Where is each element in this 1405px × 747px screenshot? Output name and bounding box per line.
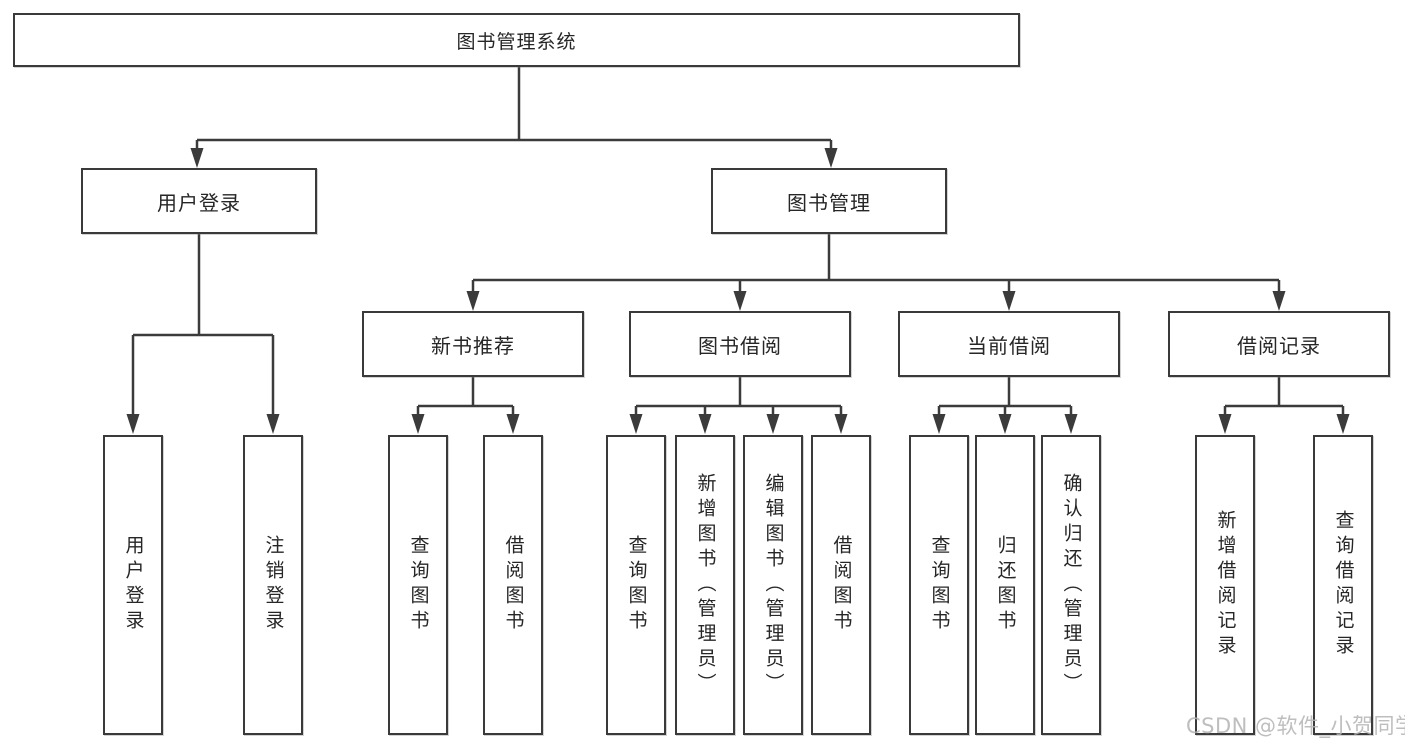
node-label: 用户登录 bbox=[157, 190, 241, 215]
leaf-query-books-borrow: 查询图书 bbox=[606, 435, 666, 735]
node-label: 图书借阅 bbox=[698, 333, 782, 358]
leaf-query-borrow-record: 查询借阅记录 bbox=[1313, 435, 1373, 735]
leaf-borrow-books-recommend: 借阅图书 bbox=[483, 435, 543, 735]
node-book-management: 图书管理 bbox=[711, 168, 947, 234]
node-label: 图书管理系统 bbox=[456, 30, 577, 53]
node-label: 注销登录 bbox=[262, 535, 285, 635]
leaf-logout: 注销登录 bbox=[243, 435, 303, 735]
node-label: 借阅图书 bbox=[502, 535, 525, 635]
leaf-confirm-return-admin: 确认归还（管理员） bbox=[1041, 435, 1101, 735]
node-label: 编辑图书（管理员） bbox=[762, 472, 785, 698]
node-label: 查询图书 bbox=[928, 535, 951, 635]
node-new-book-recommend: 新书推荐 bbox=[362, 311, 584, 377]
leaf-query-books-current: 查询图书 bbox=[909, 435, 969, 735]
node-library-management-system: 图书管理系统 bbox=[13, 13, 1020, 67]
leaf-user-login: 用户登录 bbox=[103, 435, 163, 735]
node-user-login: 用户登录 bbox=[81, 168, 317, 234]
leaf-edit-books-admin: 编辑图书（管理员） bbox=[743, 435, 803, 735]
node-label: 新增借阅记录 bbox=[1214, 510, 1237, 660]
node-label: 查询图书 bbox=[407, 535, 430, 635]
node-label: 当前借阅 bbox=[967, 333, 1051, 358]
node-label: 新书推荐 bbox=[431, 333, 515, 358]
node-label: 查询借阅记录 bbox=[1332, 510, 1355, 660]
node-label: 查询图书 bbox=[625, 535, 648, 635]
leaf-add-books-admin: 新增图书（管理员） bbox=[675, 435, 735, 735]
node-label: 确认归还（管理员） bbox=[1060, 472, 1083, 698]
leaf-borrow-books: 借阅图书 bbox=[811, 435, 871, 735]
node-borrow-records: 借阅记录 bbox=[1168, 311, 1390, 377]
node-label: 图书管理 bbox=[787, 190, 871, 215]
node-label: 新增图书（管理员） bbox=[694, 472, 717, 698]
leaf-add-borrow-record: 新增借阅记录 bbox=[1195, 435, 1255, 735]
node-label: 借阅图书 bbox=[830, 535, 853, 635]
node-label: 借阅记录 bbox=[1237, 333, 1321, 358]
leaf-query-books-recommend: 查询图书 bbox=[388, 435, 448, 735]
node-current-borrowing: 当前借阅 bbox=[898, 311, 1120, 377]
csdn-watermark: CSDN @软件_小贺同学 bbox=[1186, 714, 1405, 738]
node-label: 归还图书 bbox=[994, 535, 1017, 635]
leaf-return-books: 归还图书 bbox=[975, 435, 1035, 735]
node-book-borrowing: 图书借阅 bbox=[629, 311, 851, 377]
node-label: 用户登录 bbox=[122, 535, 145, 635]
